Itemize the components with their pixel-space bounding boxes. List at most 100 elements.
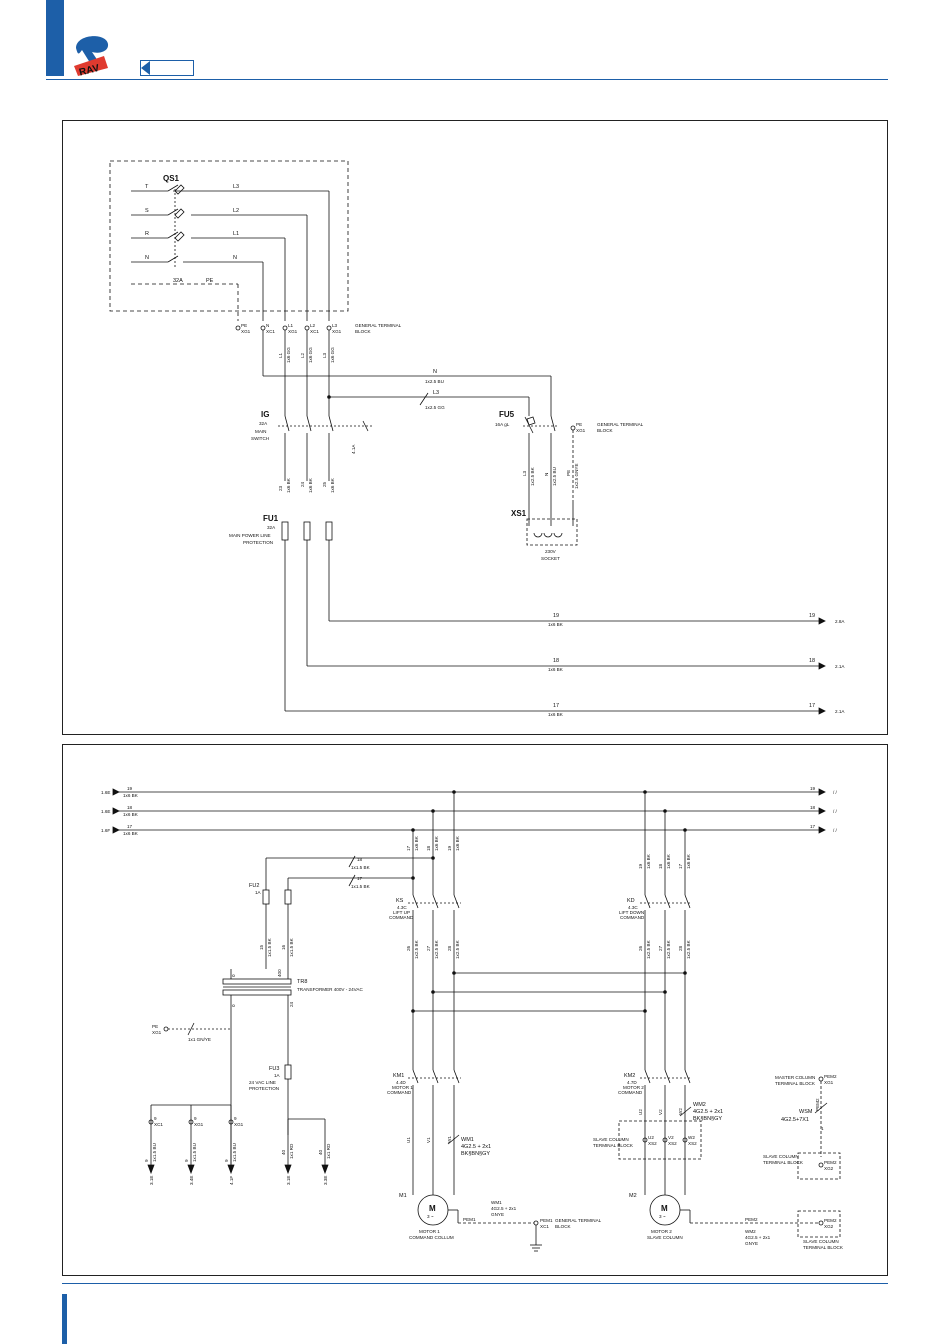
pe-xg1-a: PE xyxy=(152,1024,158,1029)
bus-18-ref: 1.6E xyxy=(101,809,110,814)
wsm-label: WSM xyxy=(799,1109,813,1115)
pe-cable: 1x1 GN/YE xyxy=(188,1037,211,1042)
line-n: N xyxy=(233,255,237,261)
master-tb-2: TERMINAL BLOCK xyxy=(775,1081,816,1086)
ks-drop-17: 17 xyxy=(406,845,411,851)
term-l1-x: XG1 xyxy=(288,329,298,334)
term-n-x: XC1 xyxy=(266,329,275,334)
m2-desc-1: MOTOR 2 xyxy=(651,1229,672,1234)
fu2-out-16-cable: 1x1.5 BK xyxy=(289,937,294,957)
tr-tap-24: 24 xyxy=(289,1001,294,1007)
general-tb-b1: GENERAL TERMINAL xyxy=(555,1218,602,1223)
slave-tb2-2: TERMINAL BLOCK xyxy=(763,1160,804,1165)
fu2-w17-cable: 1x1.5 BK xyxy=(351,884,371,889)
pe-xg1-a: PE xyxy=(576,422,582,427)
slave-tb2-1: SLAVE COLUMN xyxy=(763,1154,799,1159)
bus-lines xyxy=(112,788,826,834)
wm1-gnd-3: GNYE xyxy=(491,1212,504,1217)
m1-v1: V1 xyxy=(426,1137,431,1143)
ks-drop-18: 18 xyxy=(426,845,431,851)
pem2-xg1-b: XG1 xyxy=(824,1080,834,1085)
footer-rule xyxy=(62,1283,888,1284)
line-l2: L2 xyxy=(233,208,239,214)
drop2-t: 9 xyxy=(194,1116,197,1121)
wm1-label: WM1 xyxy=(461,1137,474,1143)
xs2-u2 xyxy=(642,1137,648,1143)
xs2-v2 xyxy=(662,1137,668,1143)
accent-bar-top xyxy=(46,0,64,76)
wm1-spec-2: BK§BN§GY xyxy=(461,1151,490,1157)
m1-w1: W1 xyxy=(447,1136,452,1143)
line-l3: L3 xyxy=(233,184,239,190)
n-cable: 1x2.5 BU xyxy=(425,379,444,384)
socket-1: 230V xyxy=(545,549,557,554)
transformer-tr8 xyxy=(222,969,292,1165)
bus-18-cont: / / xyxy=(833,809,838,814)
ig-switch xyxy=(278,415,373,481)
pem2-xg2b-b: XG2 xyxy=(824,1224,834,1229)
km1-desc-2: MOTOR 1 xyxy=(392,1085,413,1090)
vert-l3-cable: 1x6 GG xyxy=(330,347,335,363)
drop3-x: XG1 xyxy=(234,1122,244,1127)
out-18-ref: 2.1A xyxy=(835,664,845,669)
ks-out-28-c: 1x2.5 BK xyxy=(455,939,460,959)
drop4-w: 40 xyxy=(281,1149,286,1155)
qs1-enclosure xyxy=(109,160,349,312)
qs1-label: QS1 xyxy=(163,174,180,183)
kd-column xyxy=(640,790,692,1195)
line-l1: L1 xyxy=(233,231,239,237)
out-18-end: 18 xyxy=(809,658,815,664)
ks-out-27-c: 1x2.5 BK xyxy=(434,939,439,959)
out-19-wire: 19 xyxy=(553,613,559,619)
tr-tap-0a: 0 xyxy=(231,974,236,977)
km1-label: KM1 xyxy=(393,1073,404,1079)
xs2-w2-t: W2 xyxy=(688,1135,695,1140)
xs2-u2-x: XS2 xyxy=(648,1141,657,1146)
out-19-ref: 2.8A xyxy=(835,619,845,624)
term-pe: PE xyxy=(241,323,247,328)
slave-tb2-box xyxy=(797,1152,841,1180)
tr8-label: TR8 xyxy=(297,979,307,985)
kd-drop-17-cable: 1x6 BK xyxy=(686,853,691,869)
out-19-cable: 1x6 BK xyxy=(548,622,564,627)
drop2-c: 1x1.5 BU xyxy=(192,1143,197,1162)
out-19-end: 19 xyxy=(809,613,815,619)
pe-tick xyxy=(187,1022,195,1036)
ks-out-27: 27 xyxy=(426,945,431,951)
kd-out-27: 27 xyxy=(658,945,663,951)
drop3-w: 9 xyxy=(224,1159,229,1162)
km1-desc-3: COMMAND xyxy=(387,1090,412,1095)
bus-17-wire: 17 xyxy=(127,824,133,829)
pem1-xc1-b: XC1 xyxy=(540,1224,549,1229)
drop3-c: 1x1.5 BU xyxy=(232,1143,237,1162)
vert-l1-cable: 1x6 GG xyxy=(286,347,291,363)
term-n: N xyxy=(266,323,269,328)
drop4-c: 1x1 RD xyxy=(289,1143,294,1159)
n-label: N xyxy=(433,369,437,375)
fu1-rating: 32A xyxy=(267,525,276,530)
kd-drop-17: 17 xyxy=(678,863,683,869)
bus-17-cable: 1x6 BK xyxy=(123,831,139,836)
slave-tb-2: TERMINAL BLOCK xyxy=(593,1143,634,1148)
xs2-w2-x: XS2 xyxy=(688,1141,697,1146)
ig-rating: 32A xyxy=(259,421,268,426)
xs1-l3: L3 xyxy=(522,470,527,476)
accent-bar-bottom xyxy=(62,1294,67,1344)
drop1-x: XC1 xyxy=(154,1122,163,1127)
pe-terminal xyxy=(163,1026,169,1032)
sw-out-24-cable: 1x6 BK xyxy=(308,477,313,493)
fu1-desc-1: MAIN POWER LINE xyxy=(229,533,271,538)
vert-l2-cable: 1x6 GG xyxy=(308,347,313,363)
xs2-w2 xyxy=(682,1137,688,1143)
term-l3-x: XG1 xyxy=(332,329,342,334)
wm2-gnd-1: WM2 xyxy=(745,1229,756,1234)
fu2-w17: 17 xyxy=(357,876,363,881)
bus-17-cont: / / xyxy=(833,828,838,833)
xs1-label: XS1 xyxy=(511,509,527,518)
drop1-c: 1x1.5 BU xyxy=(152,1143,157,1162)
ig-label: IG xyxy=(261,410,269,419)
input-s: S xyxy=(145,208,149,214)
bus-19-ref: 1.6E xyxy=(101,790,110,795)
vert-l1: L1 xyxy=(278,352,283,358)
ks-out-26-c: 1x2.5 BK xyxy=(414,939,419,959)
